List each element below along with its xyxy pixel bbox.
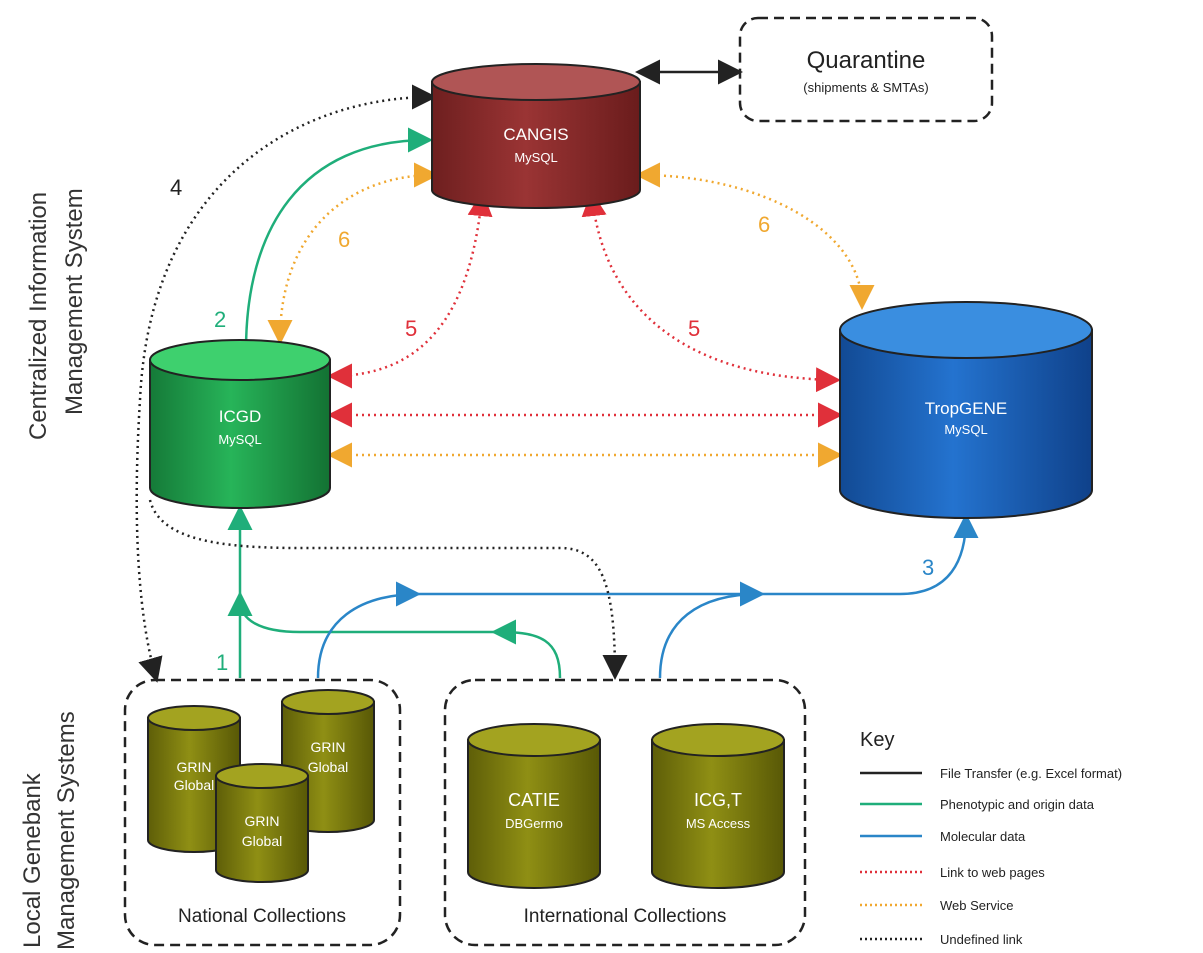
tropgene-engine: MySQL [944,422,987,437]
icgd-engine: MySQL [218,432,261,447]
legend-label-molecular: Molecular data [940,829,1026,844]
link-number-5b: 5 [688,316,700,341]
side-label-central-1: Centralized Information [25,192,52,440]
molecular-link-international [658,513,979,679]
icgd-database: ICGD MySQL [149,339,331,509]
grin2-line1: GRIN [311,739,346,755]
legend-title: Key [860,729,894,751]
icgt-line2: MS Access [686,816,751,831]
tropgene-name: TropGENE [925,399,1008,418]
cangis-engine: MySQL [514,150,557,165]
quarantine-title: Quarantine [807,47,926,74]
link-number-1: 1 [216,650,228,675]
legend-label-file-transfer: File Transfer (e.g. Excel format) [940,766,1122,781]
catie-line1: CATIE [508,790,560,810]
grin2-line2: Global [308,759,348,775]
legend-label-undefined: Undefined link [940,932,1023,947]
cangis-name: CANGIS [503,125,568,144]
icgd-name: ICGD [219,407,262,426]
phenotypic-link-2 [244,127,433,351]
undefined-link-cangis-national [135,84,437,683]
link-number-6a: 6 [338,227,350,252]
grin1-line2: Global [174,777,214,793]
side-label-local-2: Management Systems [53,711,80,950]
icgt-database: ICG,T MS Access [651,723,785,889]
link-number-5a: 5 [405,316,417,341]
quarantine-subtitle: (shipments & SMTAs) [803,80,928,95]
international-collections-label: International Collections [524,906,727,927]
side-label-central-2: Management System [61,188,88,415]
national-collections-label: National Collections [178,906,346,927]
grin1-line1: GRIN [177,759,212,775]
phenotypic-link-1b [238,599,562,679]
legend-label-phenotypic: Phenotypic and origin data [940,797,1095,812]
side-label-local-1: Local Genebank [19,772,46,948]
web-link-icgd-cangis [327,191,493,389]
grin3-line1: GRIN [245,813,280,829]
catie-database: CATIE DBGermo [467,723,601,889]
web-link-cangis-tropgene [581,191,841,393]
web-service-cangis-tropgene [635,162,875,310]
undefined-link-international [148,499,628,680]
molecular-link-national [316,592,760,679]
international-collections-box [443,678,807,947]
legend-label-web-link: Link to web pages [940,865,1045,880]
grin3-line2: Global [242,833,282,849]
link-number-3: 3 [922,555,934,580]
link-number-4: 4 [170,175,182,200]
tropgene-database: TropGENE MySQL [839,301,1093,519]
link-number-2: 2 [214,307,226,332]
catie-line2: DBGermo [505,816,563,831]
legend: Key File Transfer (e.g. Excel format) Ph… [860,729,1122,947]
link-number-6b: 6 [758,212,770,237]
legend-label-web-service: Web Service [940,898,1013,913]
grin-global-database-3: GRIN Global [215,763,309,883]
cangis-database: CANGIS MySQL [431,63,641,209]
icgt-line1: ICG,T [694,790,742,810]
